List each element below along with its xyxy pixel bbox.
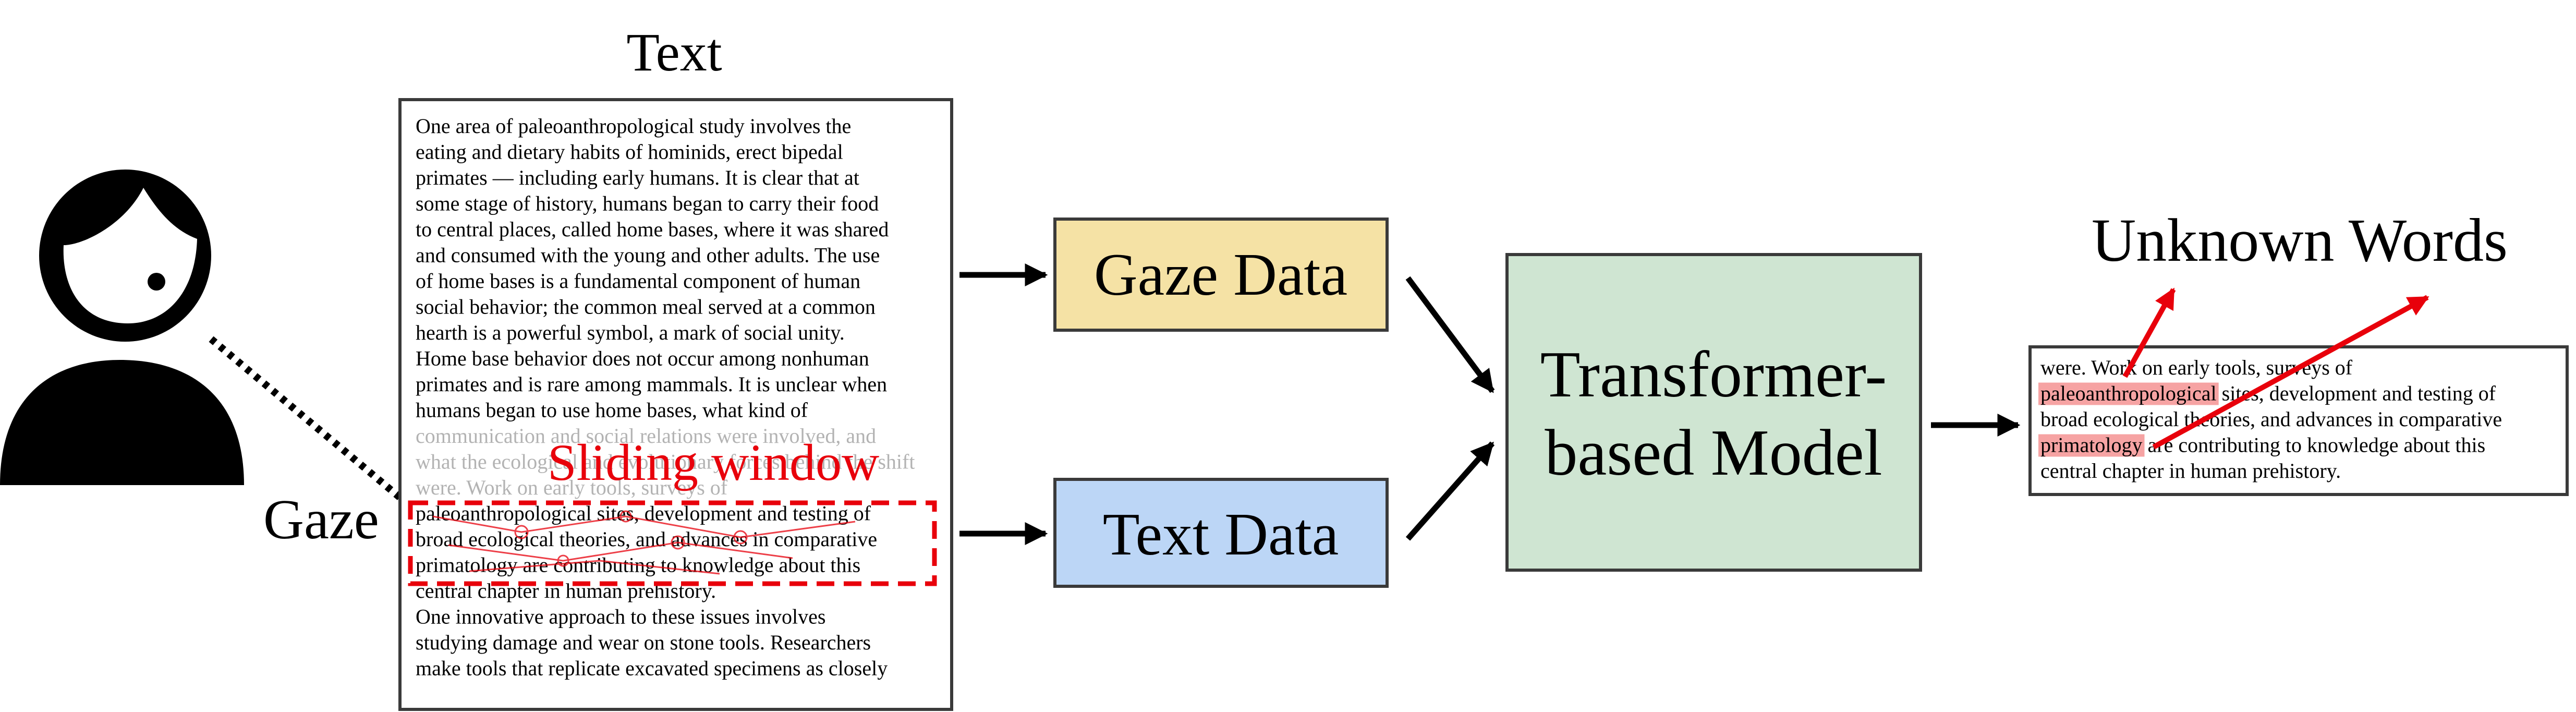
arrow-text-to-model (1405, 441, 1495, 541)
passage-line: make tools that replicate excavated spec… (416, 657, 888, 680)
reader-eye (148, 273, 165, 291)
reader-icon (0, 170, 244, 485)
unknown-word: primatology (2040, 433, 2143, 457)
passage-line: One innovative approach to these issues … (416, 605, 825, 629)
output-text-segment: central chapter in human prehistory. (2040, 459, 2341, 482)
output-line: broad ecological theories, and advances … (2040, 407, 2502, 431)
output-highlights (2038, 382, 2219, 457)
reader-body (0, 360, 244, 485)
fixation-point (733, 530, 748, 545)
passage-line: One area of paleoanthropological study i… (416, 114, 851, 138)
output-line: primatology are contributing to knowledg… (2040, 433, 2485, 457)
fixation-point (557, 554, 569, 567)
output-panel (2028, 345, 2569, 496)
arrow-gaze-to-model (1405, 276, 1495, 393)
output-line: central chapter in human prehistory. (2040, 459, 2341, 482)
passage-line: and consumed with the young and other ad… (416, 244, 880, 267)
reader-face (63, 188, 197, 323)
output-title: Unknown Words (2092, 206, 2508, 274)
unknown-word: paleoanthropological (2040, 382, 2217, 405)
fixation-point (671, 535, 685, 550)
gaze-data-label: Gaze Data (1094, 242, 1347, 308)
passage-line: primates and is rare among mammals. It i… (416, 372, 887, 396)
passage-line: social behavior; the common meal served … (416, 295, 876, 319)
unknown-word-arrow-1 (2122, 287, 2176, 378)
sliding-window-box (408, 500, 937, 586)
text-panel (398, 98, 953, 711)
unknown-word-arrow-2 (2152, 295, 2429, 450)
output-text-segment: sites, development and testing of (2217, 382, 2496, 405)
passage-line: hearth is a powerful symbol, a mark of s… (416, 321, 845, 344)
passage-line: of home bases is a fundamental component… (416, 269, 860, 293)
model-label-line-1: Transformer- (1540, 339, 1887, 411)
output-text-segment: broad ecological theories, and advances … (2040, 407, 2502, 431)
output-line: were. Work on early tools, surveys of (2040, 356, 2353, 379)
fixation-point (619, 510, 632, 523)
passage-line: communication and social relations were … (416, 424, 876, 448)
unknown-word-highlight (2038, 382, 2219, 405)
passage-line: were. Work on early tools, surveys of (416, 476, 728, 499)
sliding-window-label: Sliding window (548, 433, 879, 491)
output-text-segment: were. Work on early tools, surveys of (2040, 356, 2353, 379)
gaze-data-box (1053, 218, 1389, 332)
output-text-segment: are contributing to knowledge about this (2143, 433, 2486, 457)
model-label-line-2: based Model (1545, 417, 1882, 489)
passage-line: humans began to use home bases, what kin… (416, 399, 808, 422)
passage-line: primates — including early humans. It is… (416, 166, 859, 189)
passage-line: what the ecological and evolutionary for… (416, 450, 915, 474)
text-data-box (1053, 478, 1389, 588)
text-data-label: Text Data (1103, 501, 1339, 568)
gaze-scanpath (432, 510, 856, 575)
text-panel-title: Text (626, 22, 722, 82)
passage-line: paleoanthropological sites, development … (416, 502, 871, 525)
scanpath-line-2 (448, 541, 793, 562)
passage-line: studying damage and wear on stone tools.… (416, 631, 871, 654)
unknown-word-highlight (2038, 434, 2145, 457)
model-box (1505, 253, 1922, 572)
passage-line: Home base behavior does not occur among … (416, 347, 869, 370)
scanpath-line-3 (469, 560, 720, 575)
passage-line: eating and dietary habits of hominids, e… (416, 140, 843, 164)
passage-line: some stage of history, humans began to c… (416, 192, 879, 215)
fixation-point (514, 525, 529, 539)
gaze-label: Gaze (263, 489, 379, 551)
passage-line: to central places, called home bases, wh… (416, 218, 889, 241)
scanpath-line-1 (432, 515, 856, 538)
